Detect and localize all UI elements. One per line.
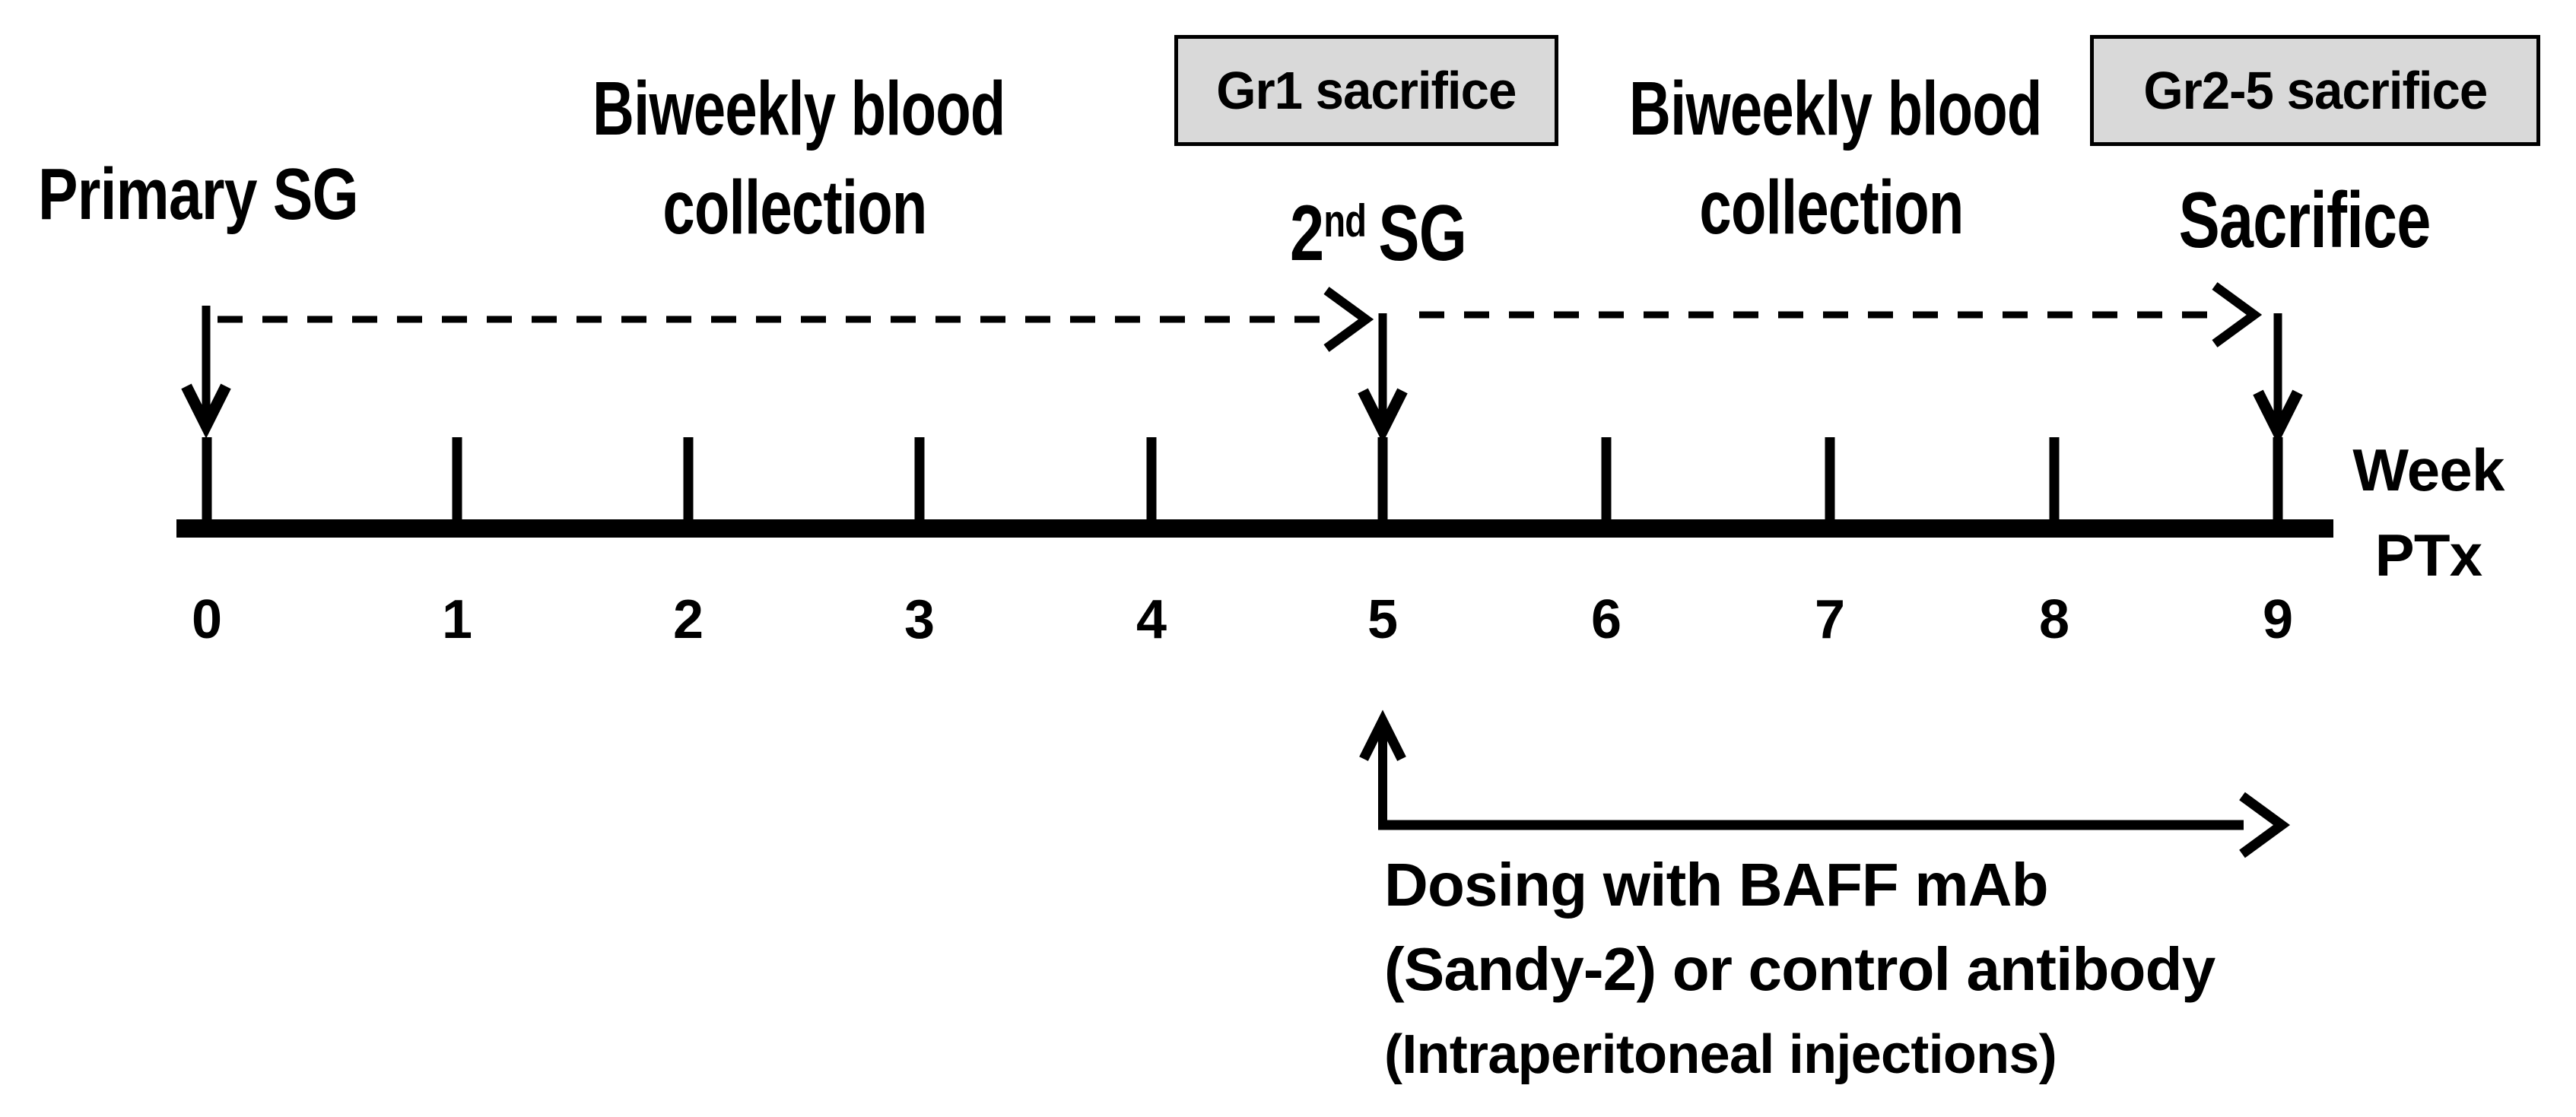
- week-number-1: 1: [441, 589, 473, 650]
- down-arrowhead-icon: [1358, 388, 1408, 443]
- week-number-3: 3: [904, 589, 935, 650]
- biweekly-right-line2: collection: [1699, 165, 1964, 250]
- timeline-bar: [176, 519, 2333, 538]
- dosing-caption-line1: Dosing with BAFF mAb: [1384, 851, 2049, 919]
- timeline-tick-week2: [683, 437, 694, 519]
- week-number-6: 6: [1590, 589, 1622, 650]
- timeline-tick-week8: [2049, 437, 2060, 519]
- gr2-5-sacrifice-box: Gr2-5 sacrifice: [2090, 35, 2540, 146]
- dashed-arrow-week0-to-week5: [218, 287, 1374, 352]
- primary-sg-label: Primary SG: [38, 154, 359, 235]
- timeline-ticks: [202, 437, 2283, 519]
- dosing-caption-line3: (Intraperitoneal injections): [1384, 1024, 2057, 1085]
- dosing-arrow: [1359, 709, 2291, 858]
- week-number-4: 4: [1136, 589, 1167, 650]
- down-arrow-week0: [181, 306, 231, 439]
- timeline-tick-week3: [914, 437, 925, 519]
- timeline-tick-week1: [452, 437, 462, 519]
- week-number-7: 7: [1814, 589, 1846, 650]
- biweekly-left-line2: collection: [662, 165, 927, 250]
- timeline-tick-week9: [2273, 437, 2283, 519]
- week-number-0: 0: [191, 589, 223, 650]
- down-arrow-week5: [1358, 313, 1408, 443]
- right-arrowhead-icon: [1323, 287, 1374, 352]
- week-number-8: 8: [2038, 589, 2070, 650]
- week-number-2: 2: [672, 589, 704, 650]
- biweekly-right-line1: Biweekly blood: [1629, 66, 2042, 151]
- timeline-tick-week5: [1377, 437, 1388, 519]
- gr1-sacrifice-label: Gr1 sacrifice: [1216, 61, 1517, 120]
- biweekly-left-line1: Biweekly blood: [592, 66, 1005, 151]
- timeline-tick-week7: [1825, 437, 1835, 519]
- timeline-tick-week6: [1601, 437, 1612, 519]
- right-arrowhead-icon: [2212, 282, 2263, 347]
- ptx-axis-label: PTx: [2374, 522, 2482, 589]
- right-arrowhead-icon: [2239, 792, 2291, 858]
- week-axis-label: Week: [2352, 436, 2505, 503]
- up-arrowhead-icon: [1359, 709, 1406, 761]
- second-sg-rest: SG: [1378, 189, 1466, 278]
- timeline-tick-week4: [1146, 437, 1157, 519]
- down-arrow-week9: [2253, 313, 2303, 445]
- second-sg-base: 2: [1290, 189, 1324, 278]
- biweekly-blood-right-label: Biweekly blood collection: [1629, 59, 2042, 257]
- week-number-9: 9: [2262, 589, 2294, 650]
- down-arrowhead-icon: [2253, 389, 2303, 445]
- dosing-caption-line2: (Sandy-2) or control antibody: [1384, 935, 2215, 1003]
- second-sg-superscript: nd: [1323, 194, 1367, 246]
- down-arrowhead-icon: [181, 383, 231, 439]
- timeline-tick-week0: [202, 437, 212, 519]
- week-number-5: 5: [1367, 589, 1399, 650]
- gr1-sacrifice-box: Gr1 sacrifice: [1174, 35, 1558, 146]
- gr2-5-sacrifice-label: Gr2-5 sacrifice: [2143, 61, 2488, 120]
- dashed-arrow-week5-to-week9: [1419, 282, 2263, 347]
- biweekly-blood-left-label: Biweekly blood collection: [592, 59, 1005, 257]
- sacrifice-label: Sacrifice: [2178, 176, 2431, 265]
